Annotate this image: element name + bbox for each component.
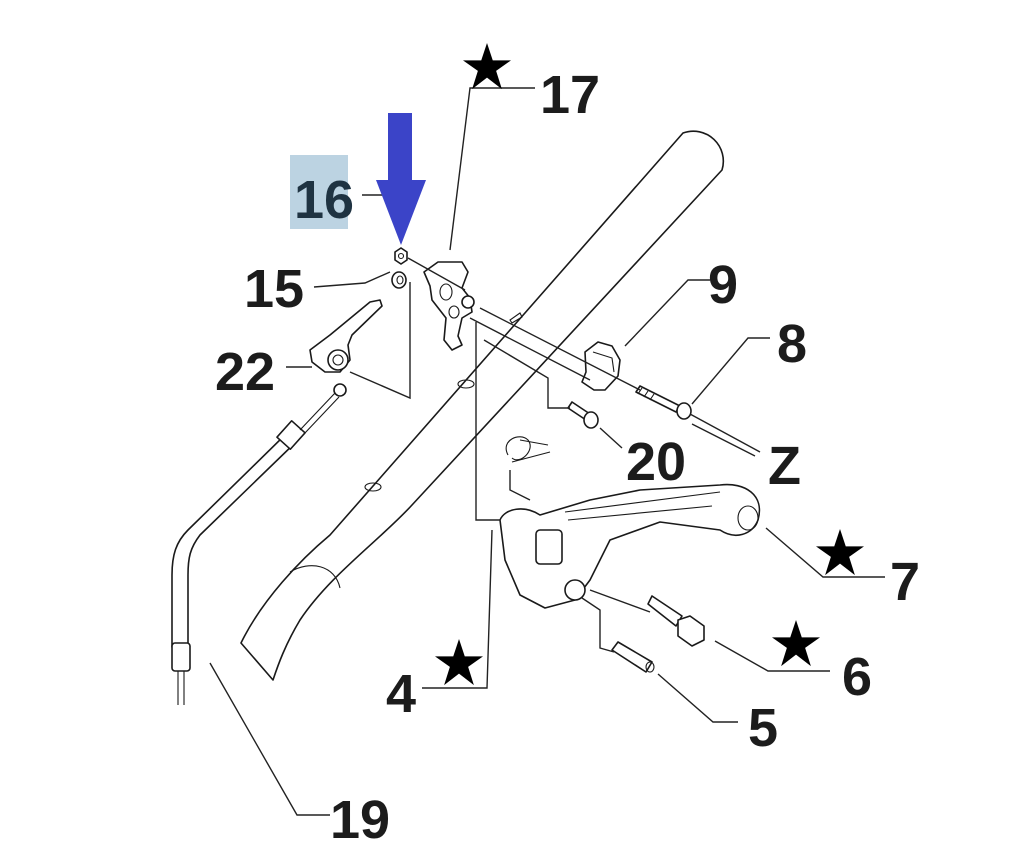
highlight-box <box>290 155 348 229</box>
clamp-block[interactable] <box>581 341 621 391</box>
callout-leaders <box>209 87 885 816</box>
callout-5[interactable]: 5 <box>748 698 778 758</box>
socket-screw[interactable] <box>567 401 599 429</box>
callout-16[interactable]: 16 <box>294 170 354 230</box>
callout-19[interactable]: 19 <box>330 790 390 850</box>
callout-Z[interactable]: Z <box>768 436 801 496</box>
lever-bracket[interactable] <box>423 261 475 351</box>
callout-17[interactable]: 17 <box>540 65 600 125</box>
cable[interactable] <box>171 383 347 705</box>
callout-7[interactable]: 7 <box>890 552 920 612</box>
callout-20[interactable]: 20 <box>626 432 686 492</box>
assembly-lines <box>349 257 761 653</box>
handlebar-tube[interactable] <box>240 130 725 681</box>
hex-bolt[interactable] <box>647 595 705 647</box>
callout-labels: 17 16 15 22 9 8 20 Z 7 6 4 5 19 <box>215 65 920 850</box>
callout-4[interactable]: 4 <box>386 664 416 724</box>
nut-small[interactable] <box>394 247 408 265</box>
callout-9[interactable]: 9 <box>708 255 738 315</box>
star-icon <box>772 620 820 667</box>
callout-15[interactable]: 15 <box>244 259 304 319</box>
star-icon <box>463 43 511 90</box>
down-arrow-icon <box>376 113 426 245</box>
star-icon <box>816 529 864 576</box>
spring-clip[interactable] <box>505 436 551 463</box>
stars <box>435 43 864 686</box>
callout-8[interactable]: 8 <box>777 314 807 374</box>
pin[interactable] <box>611 641 655 673</box>
clamp-screw[interactable] <box>635 385 692 420</box>
washer-nut[interactable] <box>391 271 407 289</box>
callout-6[interactable]: 6 <box>842 647 872 707</box>
star-icon <box>435 639 483 686</box>
brake-pedal-arm[interactable] <box>499 483 761 609</box>
throttle-lever[interactable] <box>309 299 383 373</box>
callout-22[interactable]: 22 <box>215 342 275 402</box>
